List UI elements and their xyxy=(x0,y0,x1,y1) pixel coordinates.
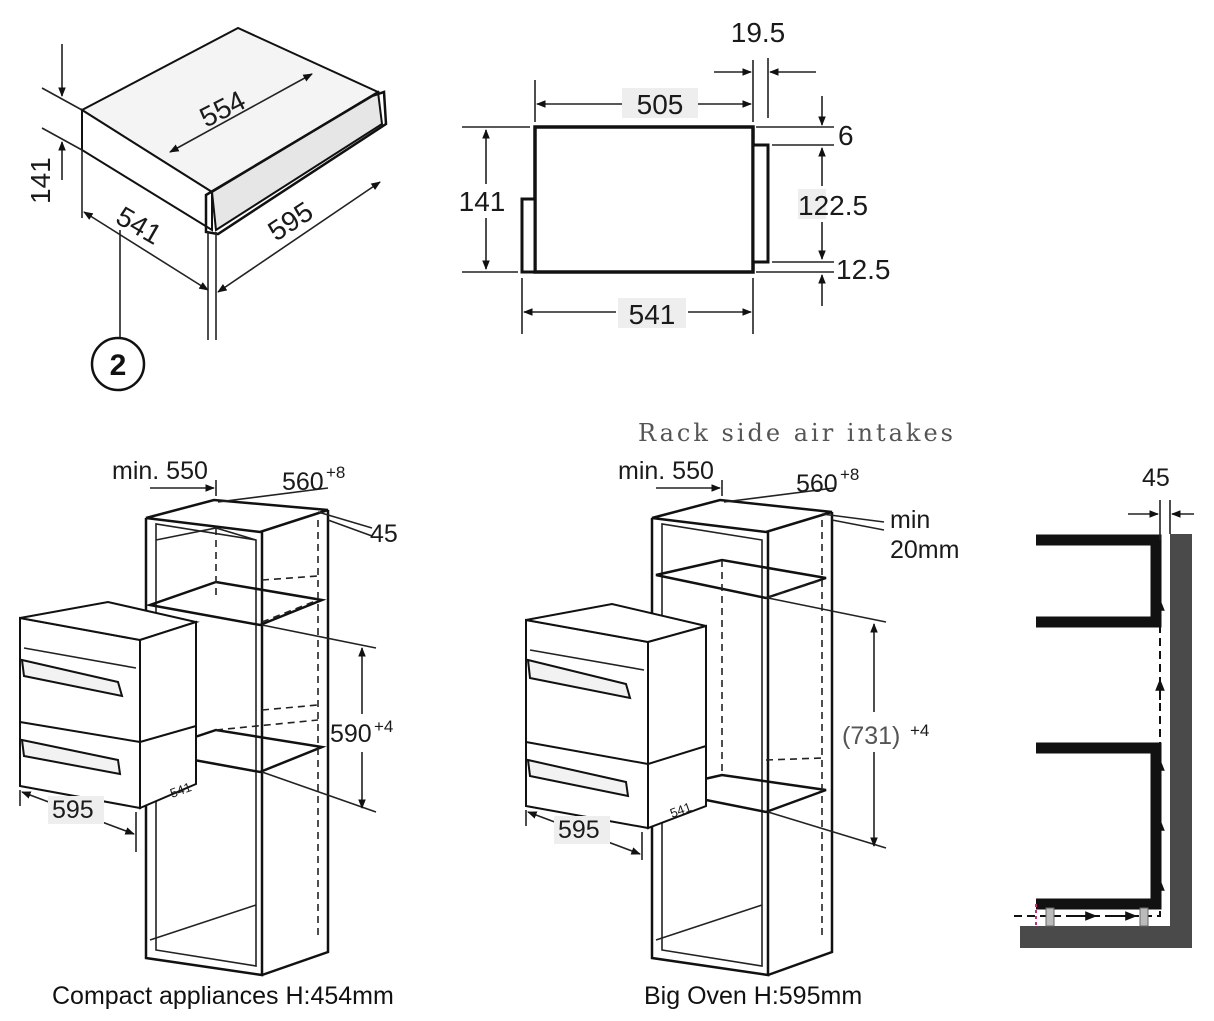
airflow-section: 45 xyxy=(1014,464,1194,948)
drawer-isometric: 554 141 595 541 2 xyxy=(25,26,388,392)
hidden-edges xyxy=(721,520,823,940)
dim-590-label: 590 xyxy=(330,720,372,748)
oven-handle xyxy=(526,658,632,700)
heading-air-intakes: Rack side air intakes xyxy=(638,419,956,447)
upper-shelf xyxy=(655,558,827,600)
drawer-depth-label: 541 xyxy=(668,799,694,821)
dim-45-label: 45 xyxy=(370,520,398,548)
drawer-side xyxy=(139,724,197,810)
dim-min-label: min xyxy=(890,506,930,534)
drawer-handle xyxy=(526,758,630,798)
dim-45-line xyxy=(317,511,373,529)
dim-595-label: 595 xyxy=(262,196,318,247)
upper-shelf xyxy=(145,580,327,627)
dim-505-label: 505 xyxy=(637,89,684,120)
floor-line xyxy=(655,904,763,941)
dim-560-tol: +8 xyxy=(326,463,345,482)
drawer-side xyxy=(647,744,707,830)
label-bg xyxy=(622,88,698,118)
ext-line xyxy=(261,624,377,649)
dim-19-5-label: 19.5 xyxy=(731,17,786,48)
ext-line xyxy=(41,87,83,111)
ext-line xyxy=(767,811,887,849)
label-bg xyxy=(618,298,686,328)
dim-590-tol: +4 xyxy=(374,717,393,736)
cabinet-compact: 541 min. 550 560 +8 45 590 +4 595 Compac… xyxy=(19,457,398,1010)
callout-circle xyxy=(90,336,146,392)
caption-compact: Compact appliances H:454mm xyxy=(52,982,394,1010)
cabinet-big: Rack side air intakes 541 min. 550 560 +… xyxy=(525,419,959,1010)
dim-141-label: 141 xyxy=(25,157,56,204)
ext-line xyxy=(41,127,83,151)
dim-min550-label: min. 550 xyxy=(618,457,714,485)
foot xyxy=(1139,907,1149,927)
lower-shelf-profile xyxy=(1036,742,1162,910)
label-bg xyxy=(798,189,826,219)
dim-554-line xyxy=(169,73,313,153)
drawer-side-view: 505 19.5 141 6 122.5 12.5 541 xyxy=(459,17,891,334)
label-bg xyxy=(48,796,104,824)
oven-door-line xyxy=(529,649,645,671)
cabinet-side xyxy=(261,510,330,977)
dim-560-tol: +8 xyxy=(840,465,859,484)
dim-min-line xyxy=(831,519,885,531)
dim-541-side-label: 541 xyxy=(629,299,676,330)
dim-45-line xyxy=(327,519,373,537)
oven-handle xyxy=(20,658,124,698)
drawer-body-rect xyxy=(533,125,755,274)
dim-731-tol: +4 xyxy=(910,721,929,740)
oven-door-line xyxy=(23,647,137,669)
dim-595-line xyxy=(217,181,381,293)
dim-6-label: 6 xyxy=(838,120,854,151)
ext-line xyxy=(261,771,377,813)
dim-560-line xyxy=(217,487,329,503)
drawer-depth-label: 541 xyxy=(168,779,194,801)
floor-slab xyxy=(1020,926,1192,948)
cabinet-inner-frame xyxy=(155,523,257,967)
floor-line xyxy=(149,904,257,941)
ext-line xyxy=(767,597,887,623)
dim-45-section-label: 45 xyxy=(1142,464,1170,492)
drawer-handle xyxy=(20,738,122,776)
dim-541-line xyxy=(83,211,209,291)
foot xyxy=(1045,907,1055,927)
caption-big: Big Oven H:595mm xyxy=(644,982,862,1010)
dim-595-big-label: 595 xyxy=(558,816,600,844)
dim-122-5-label: 122.5 xyxy=(798,190,868,221)
drawer-rear-step xyxy=(520,197,537,274)
dim-20mm-label: 20mm xyxy=(890,536,959,564)
label-bg xyxy=(554,816,610,844)
callout-number: 2 xyxy=(110,349,127,382)
dim-min-line xyxy=(821,513,885,523)
dim-12-5-label: 12.5 xyxy=(836,254,891,285)
dim-560-line xyxy=(723,487,835,503)
hidden-edges xyxy=(215,520,319,940)
dim-560-label: 560 xyxy=(282,468,324,496)
dim-595-compact-label: 595 xyxy=(52,796,94,824)
cabinet-side xyxy=(767,512,834,977)
dim-731-label: (731) xyxy=(842,722,900,750)
drawer-front-panel-side xyxy=(751,143,770,264)
rear-wall xyxy=(1170,534,1192,948)
airflow-path xyxy=(1014,560,1161,917)
hidden-edges xyxy=(261,575,319,711)
dim-141-side-label: 141 xyxy=(459,186,506,217)
drawer-side-face xyxy=(81,108,213,232)
upper-shelf-profile xyxy=(1036,534,1162,628)
dim-min550-label: min. 550 xyxy=(112,457,208,485)
dim-560-label: 560 xyxy=(796,470,838,498)
